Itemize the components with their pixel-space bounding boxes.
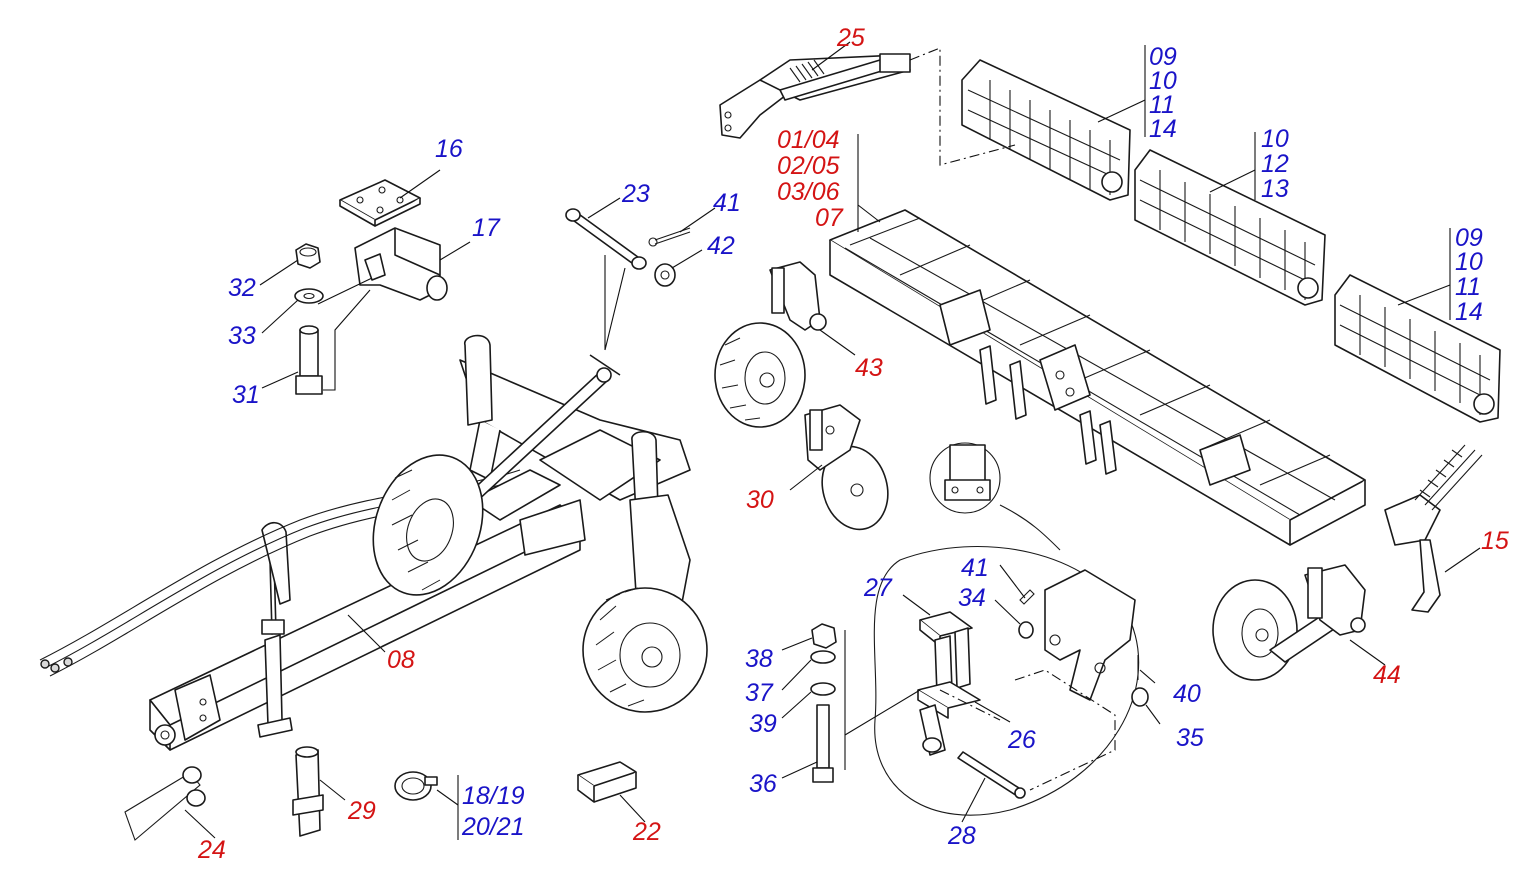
- label-03-06: 03/06: [777, 178, 840, 206]
- label-07: 07: [815, 204, 844, 232]
- label-11-bottom: 11: [1455, 273, 1481, 301]
- label-43: 43: [855, 354, 883, 382]
- label-22: 22: [632, 818, 661, 846]
- washer-37: [810, 650, 836, 664]
- label-14-top: 14: [1149, 115, 1177, 143]
- label-38: 38: [745, 645, 773, 673]
- label-18-19: 18/19: [462, 782, 525, 810]
- sleeve-29: [292, 746, 324, 837]
- part-labels: 25 09 10 11 14 01/04 02/05 03/06 07 10 1…: [197, 24, 1509, 864]
- label-26: 26: [1007, 726, 1036, 754]
- label-41-detail: 41: [961, 554, 989, 582]
- bolt-31: [295, 325, 323, 395]
- washer-35: [1131, 687, 1149, 707]
- label-35: 35: [1176, 724, 1204, 752]
- hose-clamp-18-21: [394, 771, 438, 801]
- label-37: 37: [745, 679, 774, 707]
- label-40: 40: [1173, 680, 1201, 708]
- trailer-wheel-left: [372, 454, 484, 596]
- gauge-wheel-43: [714, 261, 827, 428]
- clamp-plate-27: [919, 611, 973, 695]
- bolt-36: [812, 704, 834, 783]
- clamp-base-26: [917, 681, 981, 756]
- label-33: 33: [228, 322, 256, 350]
- washer-33: [294, 288, 324, 304]
- label-32: 32: [228, 274, 256, 302]
- disc-assembly-30: [804, 404, 889, 531]
- label-10-bottom: 10: [1455, 248, 1483, 276]
- linch-pin-41: [648, 227, 691, 247]
- detail-circle: [873, 442, 1140, 816]
- trailer-wheel-right: [582, 587, 708, 713]
- label-20-21: 20/21: [461, 813, 525, 841]
- label-17: 17: [472, 214, 501, 242]
- cotter-41b: [1019, 589, 1035, 605]
- nut-32: [295, 243, 321, 269]
- label-29: 29: [347, 797, 376, 825]
- label-42: 42: [707, 232, 735, 260]
- roller-09-14-bottom: [1334, 274, 1501, 423]
- label-14-bottom: 14: [1455, 298, 1483, 326]
- label-24: 24: [197, 836, 226, 864]
- bracket-17: [354, 227, 448, 301]
- label-12: 12: [1261, 150, 1289, 178]
- label-23: 23: [621, 180, 650, 208]
- label-34: 34: [958, 584, 986, 612]
- label-25: 25: [836, 24, 865, 52]
- channel-22: [577, 761, 637, 803]
- label-10-top: 10: [1149, 67, 1177, 95]
- roller-09-14-top: [961, 59, 1131, 201]
- washer-39: [810, 682, 836, 696]
- label-09-bottom: 09: [1455, 224, 1483, 252]
- gauge-wheel-44: [1212, 564, 1366, 681]
- label-27: 27: [863, 574, 893, 602]
- drawbar-frame-08: [39, 334, 691, 751]
- label-11-top: 11: [1149, 91, 1175, 119]
- label-15: 15: [1481, 527, 1509, 555]
- plate-16: [339, 179, 421, 227]
- spring-tine-15: [1384, 444, 1483, 613]
- label-13: 13: [1261, 175, 1289, 203]
- pin-23: [565, 208, 647, 270]
- nut-38: [811, 623, 837, 649]
- shank-bracket-40: [1044, 569, 1139, 701]
- label-28: 28: [947, 822, 976, 850]
- label-31: 31: [232, 381, 260, 409]
- label-36: 36: [749, 770, 777, 798]
- roller-10-13: [1134, 149, 1326, 306]
- label-41-top: 41: [713, 189, 741, 217]
- leader-lines: [184, 41, 1481, 840]
- washer-34: [1018, 621, 1034, 639]
- label-30: 30: [746, 486, 774, 514]
- label-08: 08: [387, 646, 415, 674]
- chain-24: [124, 766, 206, 841]
- toolbar-frame-01-07: [829, 209, 1366, 546]
- pin-28: [957, 751, 1026, 799]
- label-02-05: 02/05: [777, 152, 840, 180]
- label-09-top: 09: [1149, 43, 1177, 71]
- label-01-04: 01/04: [777, 126, 840, 154]
- label-16: 16: [435, 135, 463, 163]
- label-39: 39: [749, 710, 777, 738]
- washer-42: [654, 263, 676, 287]
- assembly-lines: [909, 47, 1116, 791]
- label-44: 44: [1373, 661, 1401, 689]
- label-10-mid: 10: [1261, 125, 1289, 153]
- top-link-25: [719, 53, 911, 139]
